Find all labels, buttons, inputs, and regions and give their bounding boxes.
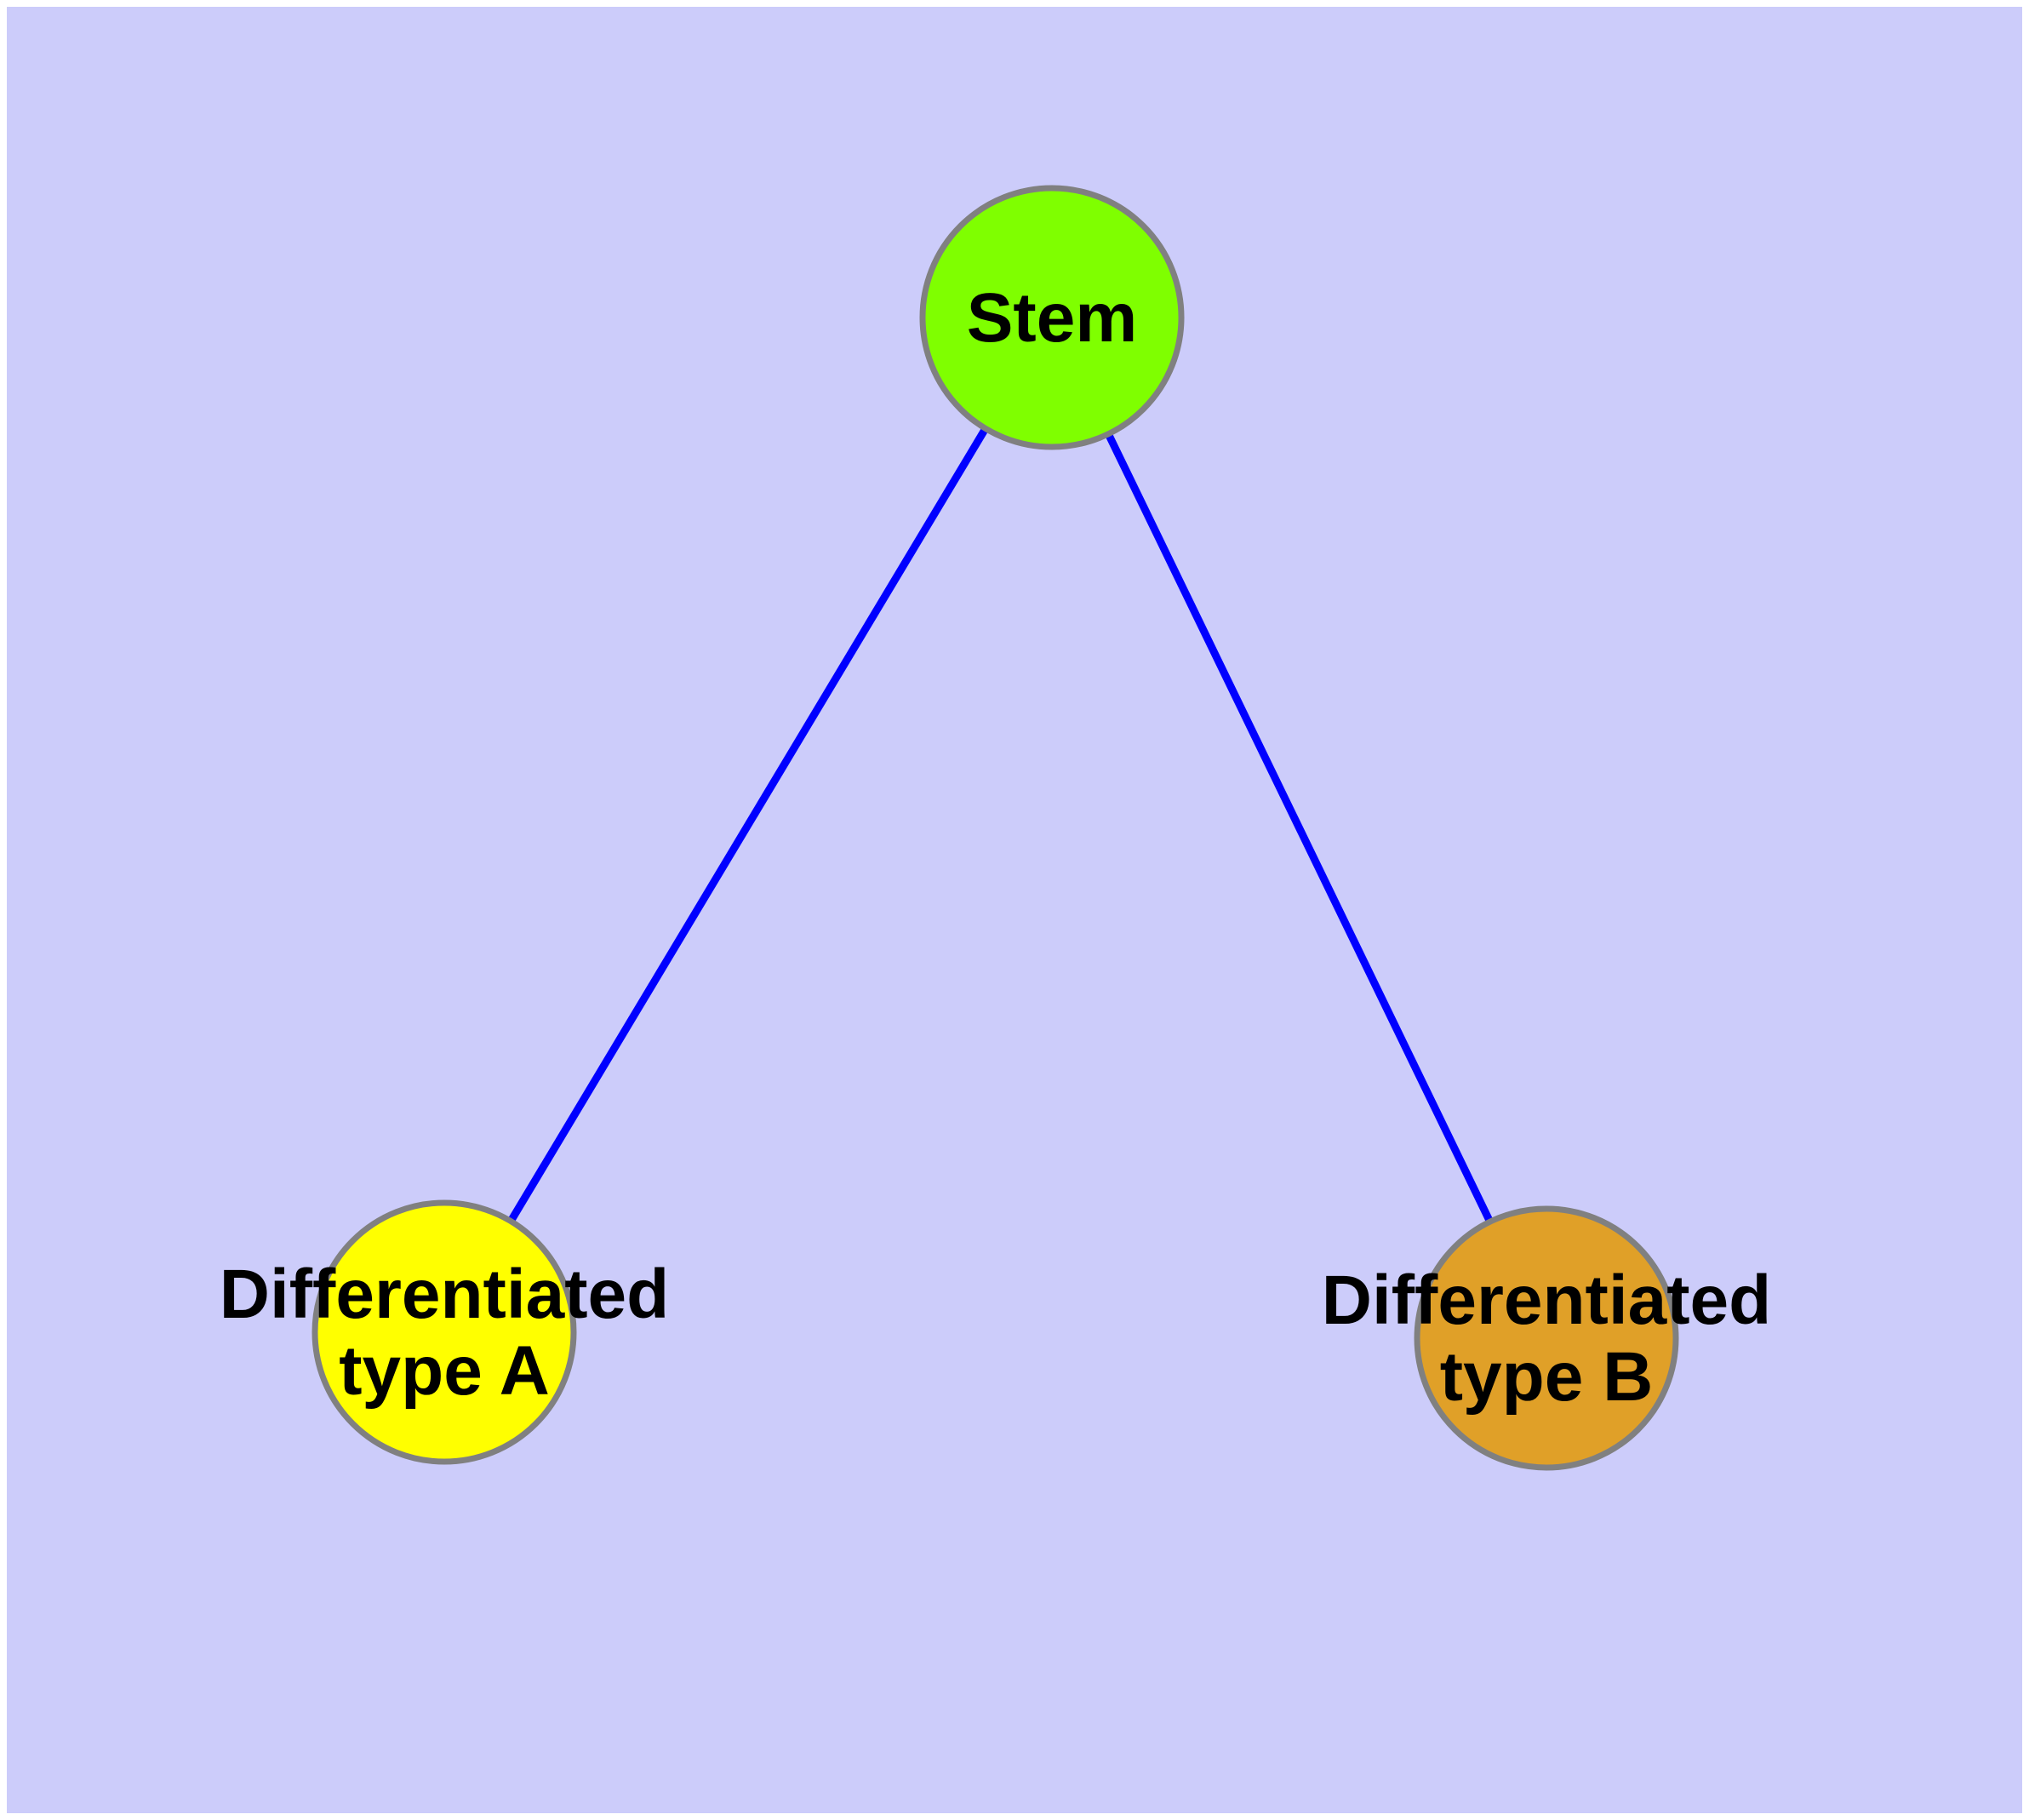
- graph-node-label-line: type A: [339, 1332, 550, 1410]
- graph-node-label-stem: Stem: [967, 279, 1138, 357]
- graph-node-diff_a[interactable]: [311, 1199, 577, 1465]
- graph-edge-stem-to-a: [441, 315, 1055, 1335]
- nodes-layer: [311, 185, 1679, 1471]
- graph-node-label-line: Differentiated: [220, 1256, 670, 1333]
- graph-node-label-line: Stem: [967, 279, 1138, 357]
- graph-node-label-line: Differentiated: [1322, 1262, 1772, 1339]
- graph-node-diff_b[interactable]: [1414, 1205, 1679, 1471]
- edges-layer: [441, 315, 1551, 1340]
- graph-node-stem[interactable]: [919, 185, 1185, 450]
- graph-edge-stem-to-b: [1048, 316, 1551, 1340]
- graph-node-label-line: type B: [1440, 1338, 1654, 1416]
